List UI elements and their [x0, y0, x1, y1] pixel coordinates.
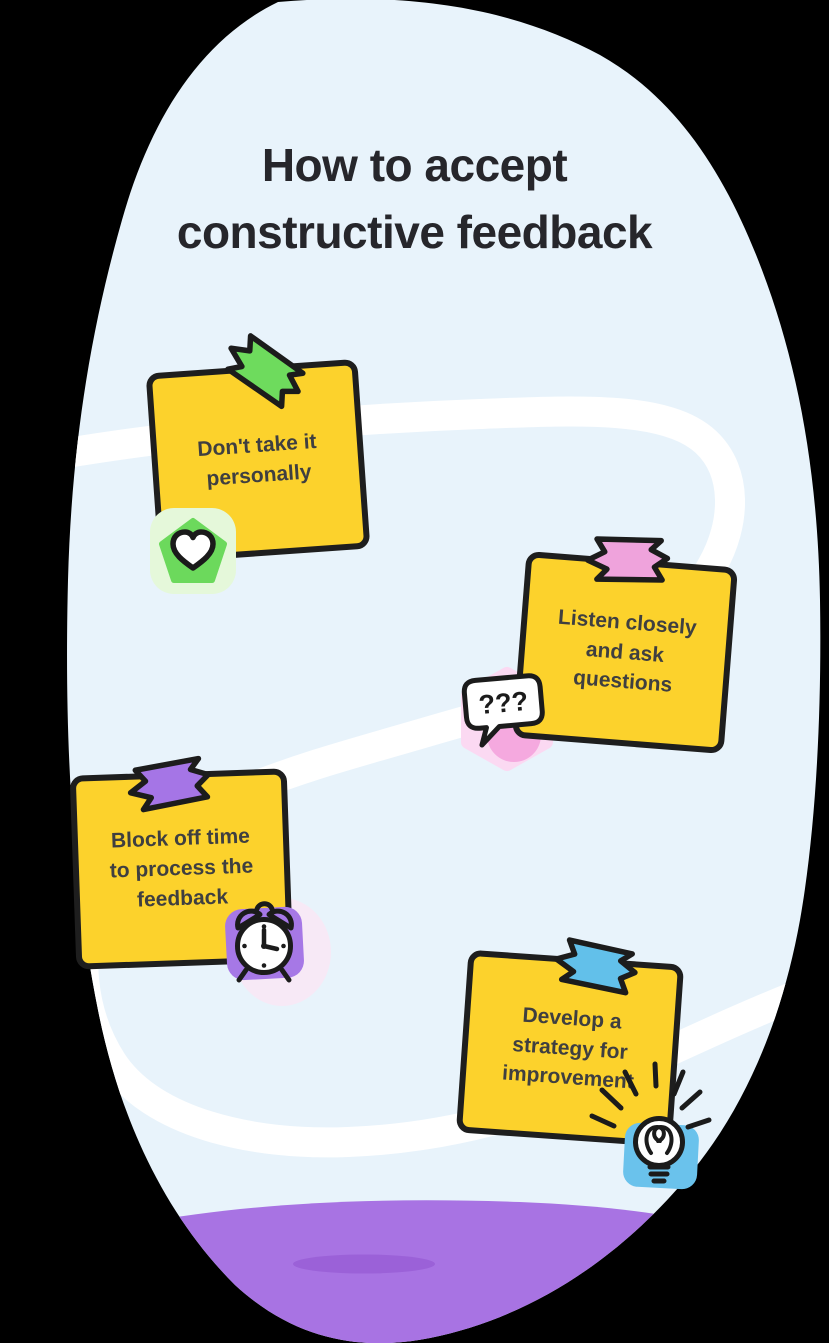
washi-tape-blue-icon	[553, 937, 638, 996]
sticky-note-text: Listen closely and ask questions	[557, 605, 698, 698]
lightbulb-icon	[589, 1061, 712, 1190]
ground-spot	[293, 1254, 435, 1274]
washi-tape-purple-icon	[127, 755, 211, 813]
purple-ground	[67, 1200, 800, 1343]
question-marks-speech-bubble-icon: ???	[461, 673, 545, 748]
lightbulb-rays	[589, 1061, 712, 1130]
page-title: How to accept constructive feedback	[176, 138, 653, 259]
washi-tape-pink-icon	[585, 536, 671, 583]
ground-spot	[110, 1237, 194, 1255]
sticky-note-text: Don't take it personally	[196, 430, 318, 491]
alarm-clock-icon	[225, 901, 304, 983]
question-marks-label: ???	[477, 686, 529, 720]
heart-icon	[150, 508, 236, 594]
washi-tape-green-icon	[225, 333, 306, 410]
winding-road-path	[67, 396, 821, 1158]
